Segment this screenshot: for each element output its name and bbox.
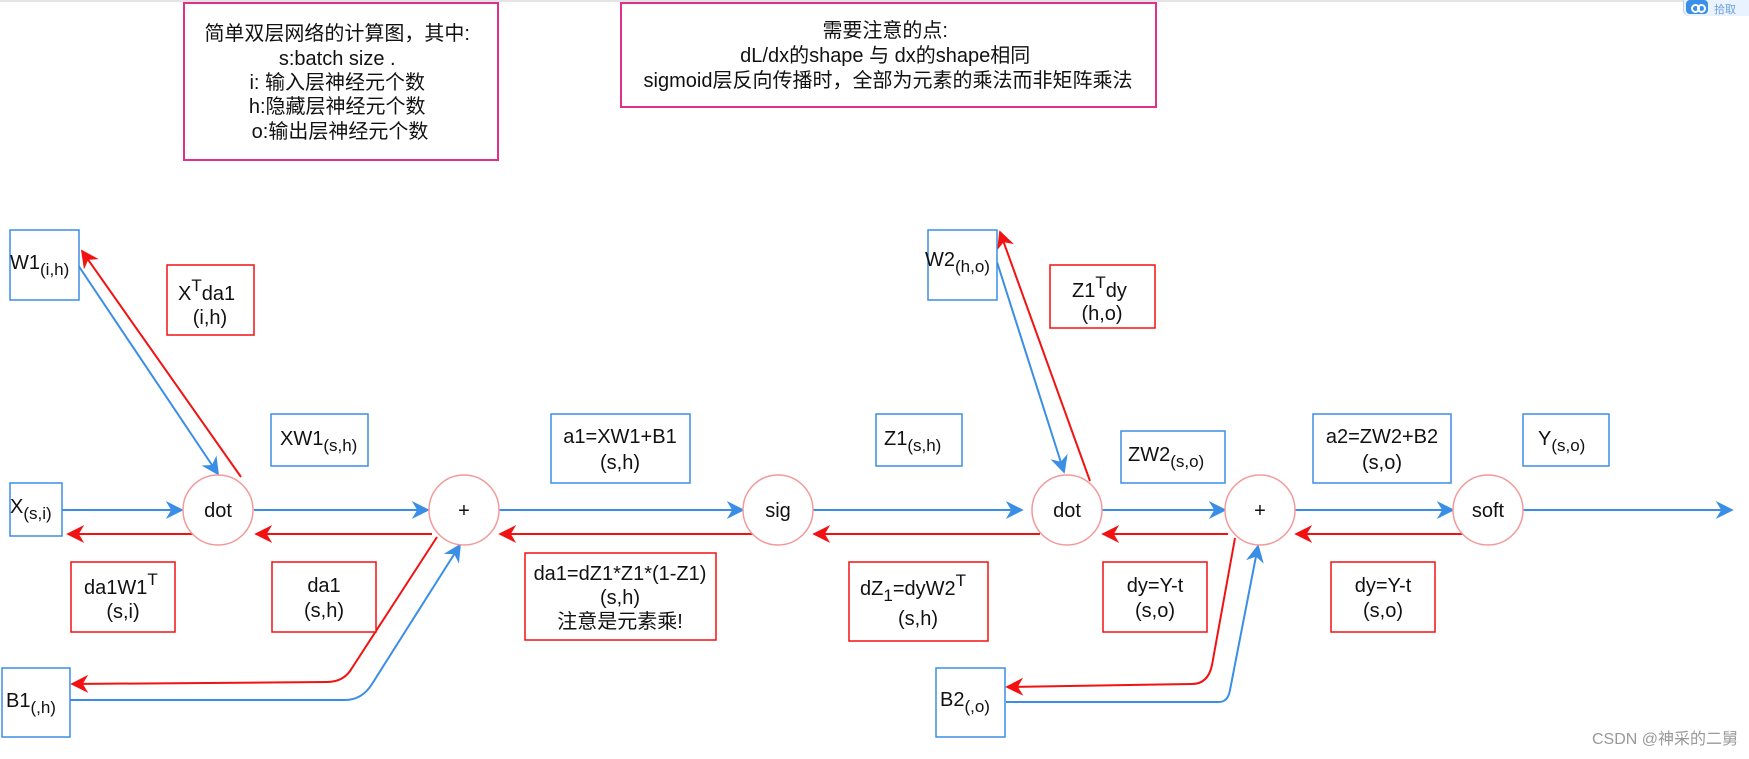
label-z1t-dy: Z1Tdy (h,o) [1049,264,1156,329]
node-add1: + [428,474,500,546]
svg-text:W1(i,h): W1(i,h) [10,252,69,279]
link-icon[interactable] [1686,0,1708,14]
edge-b1-to-add1 [70,543,461,701]
svg-text:dy=Y-t: dy=Y-t [1127,575,1184,597]
svg-text:(s,o): (s,o) [1135,600,1175,622]
label-xw1: XW1(s,h) [270,413,369,467]
label-a2: a2=ZW2+B2 (s,o) [1312,413,1452,484]
svg-text:a2=ZW2+B2: a2=ZW2+B2 [1326,426,1438,448]
edge-dot2-to-w2-grad [997,230,1091,482]
svg-text:a1=XW1+B1: a1=XW1+B1 [563,426,676,448]
input-x: X(s,i) [9,482,63,537]
svg-text:B1(,h): B1(,h) [6,690,56,717]
label-dy-left: dy=Y-t (s,o) [1102,561,1208,633]
svg-text:(s,o): (s,o) [1362,452,1402,474]
edge-add2-to-b2-grad [1005,537,1236,696]
svg-text:sig: sig [765,500,791,522]
node-add2: + [1224,474,1296,546]
floating-toolbar-label: 拾取 [1714,4,1736,16]
svg-text:da1=dZ1*Z1*(1-Z1): da1=dZ1*Z1*(1-Z1) [534,563,707,585]
svg-text:da1: da1 [307,575,340,597]
edge-w1-to-dot1 [77,264,220,476]
svg-text:(s,h): (s,h) [600,587,640,609]
label-z1: Z1(s,h) [875,413,963,467]
label-dz1: dZ1=dyW2T (s,h) [848,561,989,642]
svg-text:dZ1=dyW2T: dZ1=dyW2T [860,571,966,605]
svg-text:注意是元素乘!: 注意是元素乘! [557,610,683,633]
svg-text:简单双层网络的计算图，其中: s:batch s: 简单双层网络的计算图，其中: s:batch size . i: 输入层神经元个… [204,22,475,143]
svg-text:X(s,i): X(s,i) [10,496,52,523]
intro-note: 简单双层网络的计算图，其中: s:batch size . i: 输入层神经元个… [183,2,499,161]
svg-text:Z1(s,h): Z1(s,h) [884,428,941,455]
svg-text:Y(s,o): Y(s,o) [1538,428,1585,455]
label-zw2: ZW2(s,o) [1120,430,1226,484]
label-xt-da1: XTda1 (i,h) [166,264,255,336]
edge-b2-to-add2 [1006,544,1264,703]
backward-edges [66,230,1466,696]
svg-text:(s,h): (s,h) [600,452,640,474]
node-dot2: dot [1031,474,1103,546]
edge-add1-to-b1-grad [70,536,438,693]
input-b2: B2(,o) [935,667,1006,738]
watermark: CSDN @神采的二舅 [1592,730,1738,748]
svg-text:(s,h): (s,h) [898,608,938,630]
floating-toolbar-widget[interactable]: 拾取 [1683,0,1749,16]
edge-dot1-to-w1-grad [80,249,242,478]
svg-text:Z1Tdy: Z1Tdy [1072,273,1127,302]
svg-text:dot: dot [1053,500,1081,522]
label-da1-formula: da1=dZ1*Z1*(1-Z1) (s,h) 注意是元素乘! [524,552,717,641]
svg-text:(s,h): (s,h) [304,600,344,622]
label-da1: da1 (s,h) [271,561,377,633]
svg-text:(i,h): (i,h) [193,307,227,329]
label-dy-right: dy=Y-t (s,o) [1330,561,1436,633]
edge-w2-to-dot2 [996,261,1068,474]
label-da1w1t: da1W1T (s,i) [70,561,176,633]
svg-text:(s,i): (s,i) [106,601,139,623]
svg-text:(s,o): (s,o) [1363,600,1403,622]
svg-text:dot: dot [204,500,232,522]
label-y: Y(s,o) [1522,413,1610,467]
label-a1: a1=XW1+B1 (s,h) [550,413,691,484]
svg-text:dy=Y-t: dy=Y-t [1355,575,1412,597]
input-w1: W1(i,h) [9,229,80,301]
svg-text:需要注意的点: dL/dx的shape 与 dx: 需要注意的点: dL/dx的shape 与 dx的shape相同 sigmoid… [644,19,1133,92]
svg-text:(h,o): (h,o) [1081,303,1122,325]
node-sig: sig [742,474,814,546]
input-w2: W2(h,o) [925,229,998,301]
svg-text:da1W1T: da1W1T [84,570,158,599]
svg-text:+: + [458,500,470,522]
svg-text:soft: soft [1472,500,1505,522]
svg-text:+: + [1254,500,1266,522]
input-b1: B1(,h) [1,667,71,738]
node-soft: soft [1452,474,1524,546]
svg-text:ZW2(s,o): ZW2(s,o) [1128,444,1204,471]
svg-text:B2(,o): B2(,o) [940,689,990,716]
top-border [0,0,1749,2]
svg-text:XW1(s,h): XW1(s,h) [280,428,357,455]
node-dot1: dot [182,474,254,546]
forward-edges [62,261,1734,703]
svg-text:XTda1: XTda1 [178,276,235,305]
svg-text:W2(h,o): W2(h,o) [925,249,990,276]
attention-note: 需要注意的点: dL/dx的shape 与 dx的shape相同 sigmoid… [620,2,1157,108]
